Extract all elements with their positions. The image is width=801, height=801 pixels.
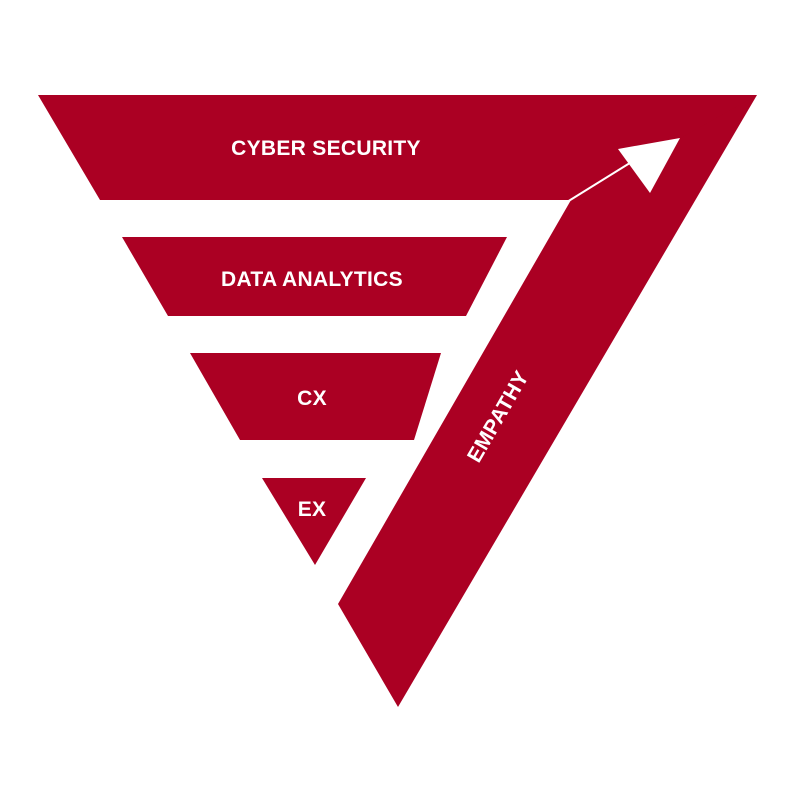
layer-band-cx xyxy=(190,353,441,440)
arrow-up-right-icon xyxy=(566,138,680,203)
layer-label-data-analytics: DATA ANALYTICS xyxy=(221,268,403,291)
layer-label-ex: EX xyxy=(298,498,327,521)
layer-band-ex xyxy=(262,478,366,565)
layer-label-cx: CX xyxy=(297,387,327,410)
layer-band-cyber-security xyxy=(38,95,757,200)
layer-label-cyber-security: CYBER SECURITY xyxy=(231,137,421,160)
empathy-band xyxy=(338,95,757,707)
layer-band-data-analytics xyxy=(122,237,507,316)
